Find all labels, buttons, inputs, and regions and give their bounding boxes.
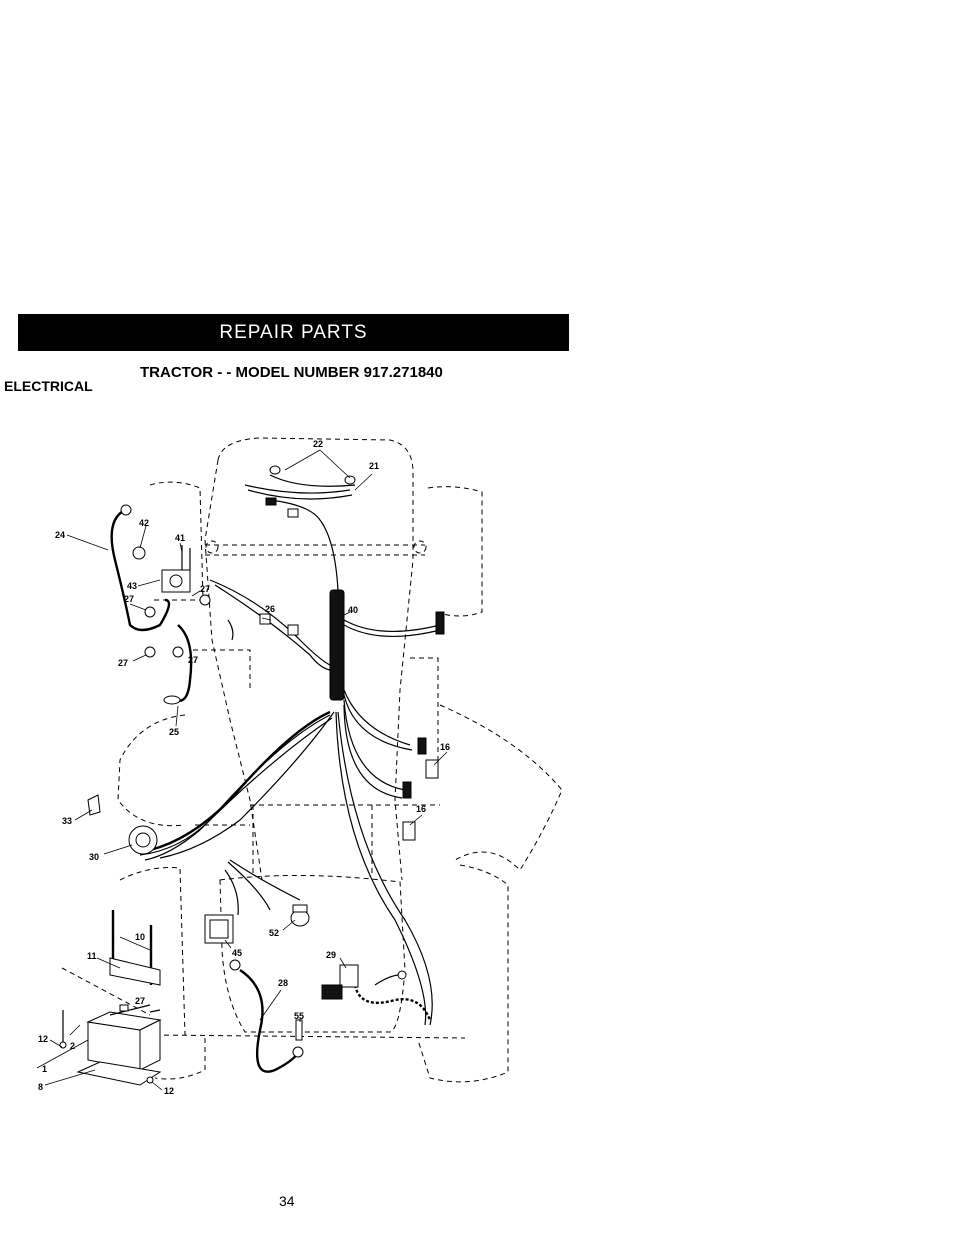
- callout-labels: 22 21 42 41 24 43 27 27 27 27 27 26 40 2…: [38, 439, 450, 1096]
- callout-2: 2: [70, 1041, 75, 1051]
- callout-27-c: 27: [118, 658, 128, 668]
- headlight-harness: [244, 465, 356, 591]
- callout-10: 10: [135, 932, 145, 942]
- callout-11: 11: [87, 951, 97, 961]
- callout-42: 42: [139, 518, 149, 528]
- callout-40: 40: [348, 605, 358, 615]
- tractor-outline: [61, 437, 563, 1083]
- engine-wires: [209, 579, 331, 916]
- solenoid-assembly: [110, 504, 211, 705]
- callout-12-a: 12: [38, 1034, 48, 1044]
- callout-41: 41: [175, 533, 185, 543]
- callout-27-b: 27: [200, 584, 210, 594]
- callout-27-e: 27: [135, 996, 145, 1006]
- callout-27-a: 27: [124, 594, 134, 604]
- callout-43: 43: [127, 581, 137, 591]
- callout-21: 21: [369, 461, 379, 471]
- callout-26: 26: [265, 604, 275, 614]
- callout-27-d: 27: [188, 655, 198, 665]
- callout-16-a: 16: [440, 742, 450, 752]
- callout-24: 24: [55, 530, 65, 540]
- section-label: ELECTRICAL: [4, 378, 93, 394]
- callout-1: 1: [42, 1064, 47, 1074]
- harness-coil: [139, 589, 445, 1026]
- callout-8: 8: [38, 1082, 43, 1092]
- leader-lines: [36, 449, 448, 1091]
- callout-16-b: 16: [416, 804, 426, 814]
- page-number: 34: [279, 1193, 295, 1209]
- repair-parts-banner: REPAIR PARTS: [18, 314, 569, 351]
- callout-25: 25: [169, 727, 179, 737]
- callout-33: 33: [62, 816, 72, 826]
- battery-assembly: [59, 910, 162, 1086]
- callout-12-b: 12: [164, 1086, 174, 1096]
- callout-52: 52: [269, 928, 279, 938]
- callout-22: 22: [313, 439, 323, 449]
- callout-28: 28: [278, 978, 288, 988]
- model-title: TRACTOR - - MODEL NUMBER 917.271840: [140, 364, 443, 381]
- callout-30: 30: [89, 852, 99, 862]
- callout-55: 55: [294, 1011, 304, 1021]
- callout-29: 29: [326, 950, 336, 960]
- small-parts: [87, 759, 439, 1073]
- callout-45: 45: [232, 948, 242, 958]
